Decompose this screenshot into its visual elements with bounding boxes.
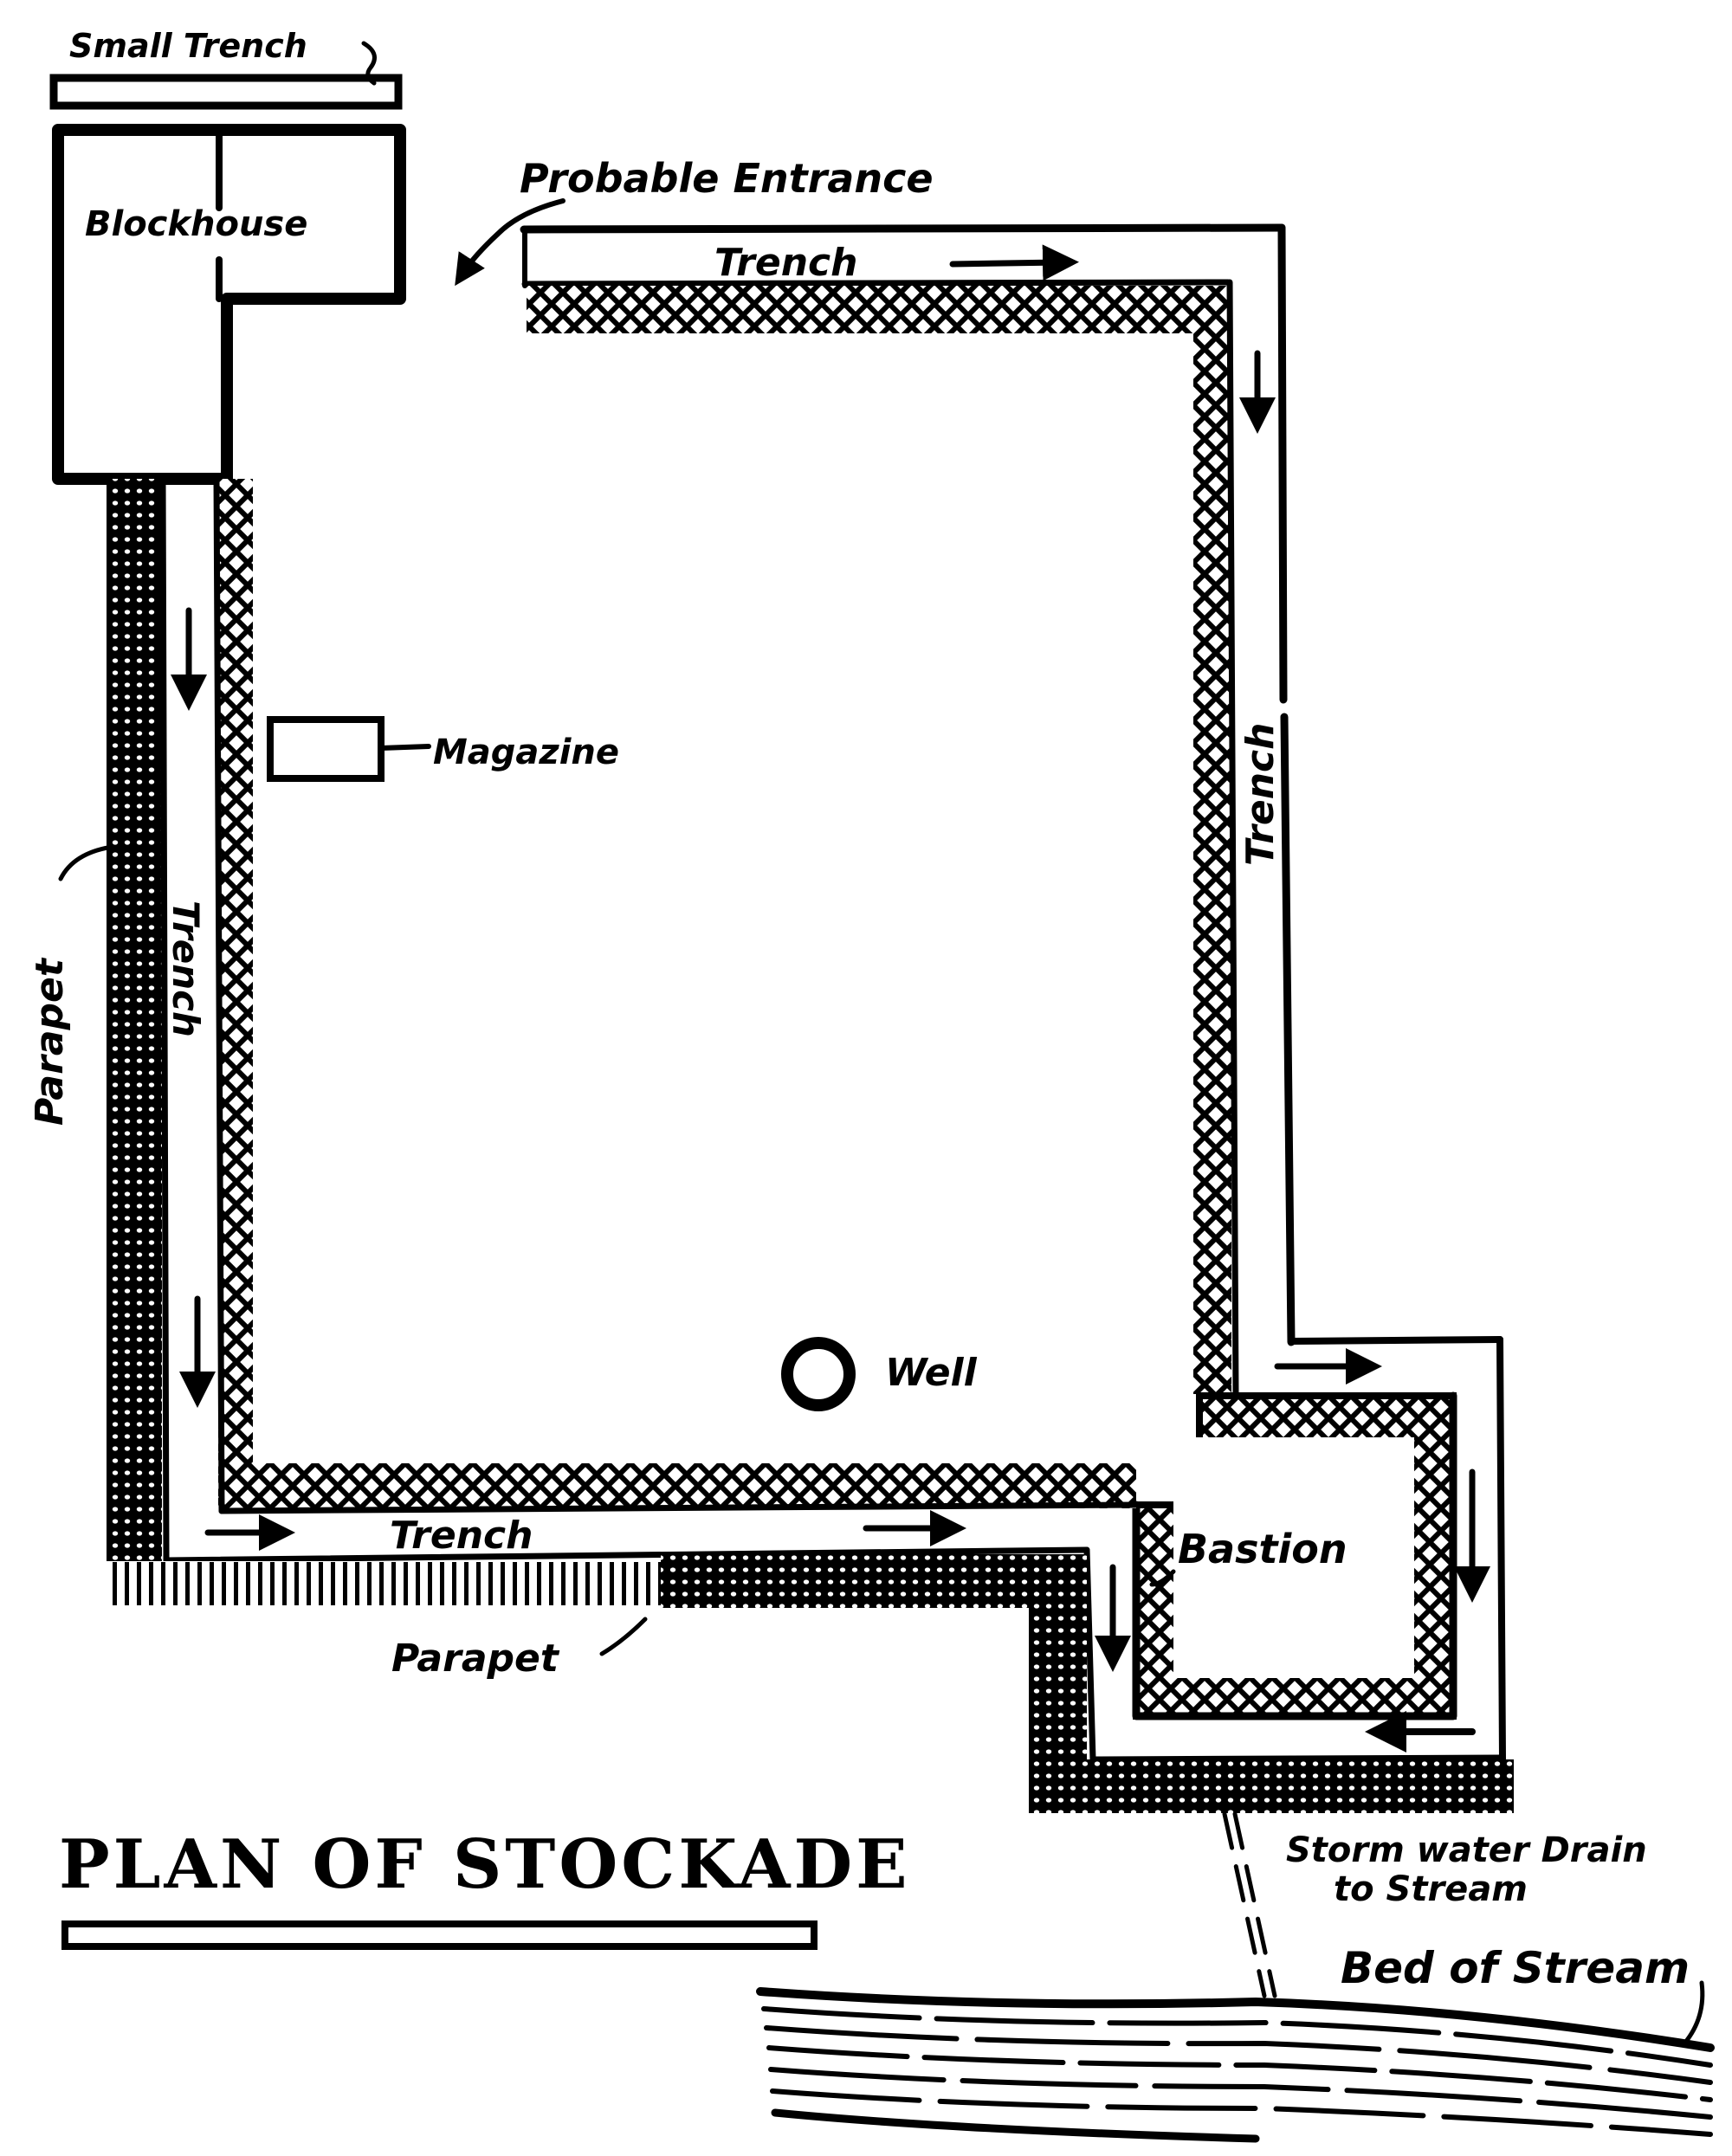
small-trench-label: Small Trench: [69, 27, 307, 65]
left-parapet-label: Parapet: [28, 957, 72, 1126]
well: Well: [781, 1337, 978, 1411]
storm-drain-label-line1: Storm water Drain: [1286, 1830, 1647, 1870]
magazine-label: Magazine: [433, 733, 619, 772]
well-label: Well: [885, 1351, 978, 1395]
bed-of-stream-label: Bed of Stream: [1341, 1943, 1690, 1993]
bastion-label: Bastion: [1178, 1526, 1347, 1572]
small-trench-leader: [361, 41, 377, 86]
bed-of-stream: Bed of Stream: [756, 1943, 1715, 2143]
top-trench-label: Trench: [714, 241, 857, 285]
well-icon: [781, 1337, 856, 1411]
magazine: Magazine: [267, 716, 619, 782]
blockhouse: Blockhouse: [52, 124, 406, 485]
flow-arrow-right: [949, 244, 1079, 281]
left-trench: Trench Parapet: [28, 475, 253, 1564]
bottom-trench: Trench Parapet: [107, 1463, 1514, 1813]
storm-water-drain: Storm water Drain to Stream: [1222, 1811, 1647, 1998]
plan-title-text: PLAN OF STOCKADE: [59, 1825, 911, 1904]
left-trench-label: Trench: [165, 900, 207, 1037]
bottom-trench-label: Trench: [390, 1514, 533, 1558]
probable-entrance: Probable Entrance: [455, 155, 934, 287]
blockhouse-label: Blockhouse: [85, 204, 307, 244]
right-trench: Trench: [1193, 223, 1296, 1399]
small-trench: Small Trench: [49, 27, 403, 110]
right-trench-label: Trench: [1238, 723, 1283, 866]
plan-title: PLAN OF STOCKADE: [59, 1825, 911, 1950]
bottom-parapet-leader: [599, 1617, 648, 1656]
bottom-parapet-label: Parapet: [391, 1636, 560, 1681]
bastion: Bastion: [1095, 1336, 1506, 1763]
probable-entrance-label: Probable Entrance: [520, 155, 934, 202]
storm-drain-label-line2: to Stream: [1334, 1869, 1528, 1909]
title-underline: [61, 1920, 818, 1950]
top-trench: Trench: [520, 223, 1286, 333]
left-parapet-leader: [58, 844, 115, 881]
